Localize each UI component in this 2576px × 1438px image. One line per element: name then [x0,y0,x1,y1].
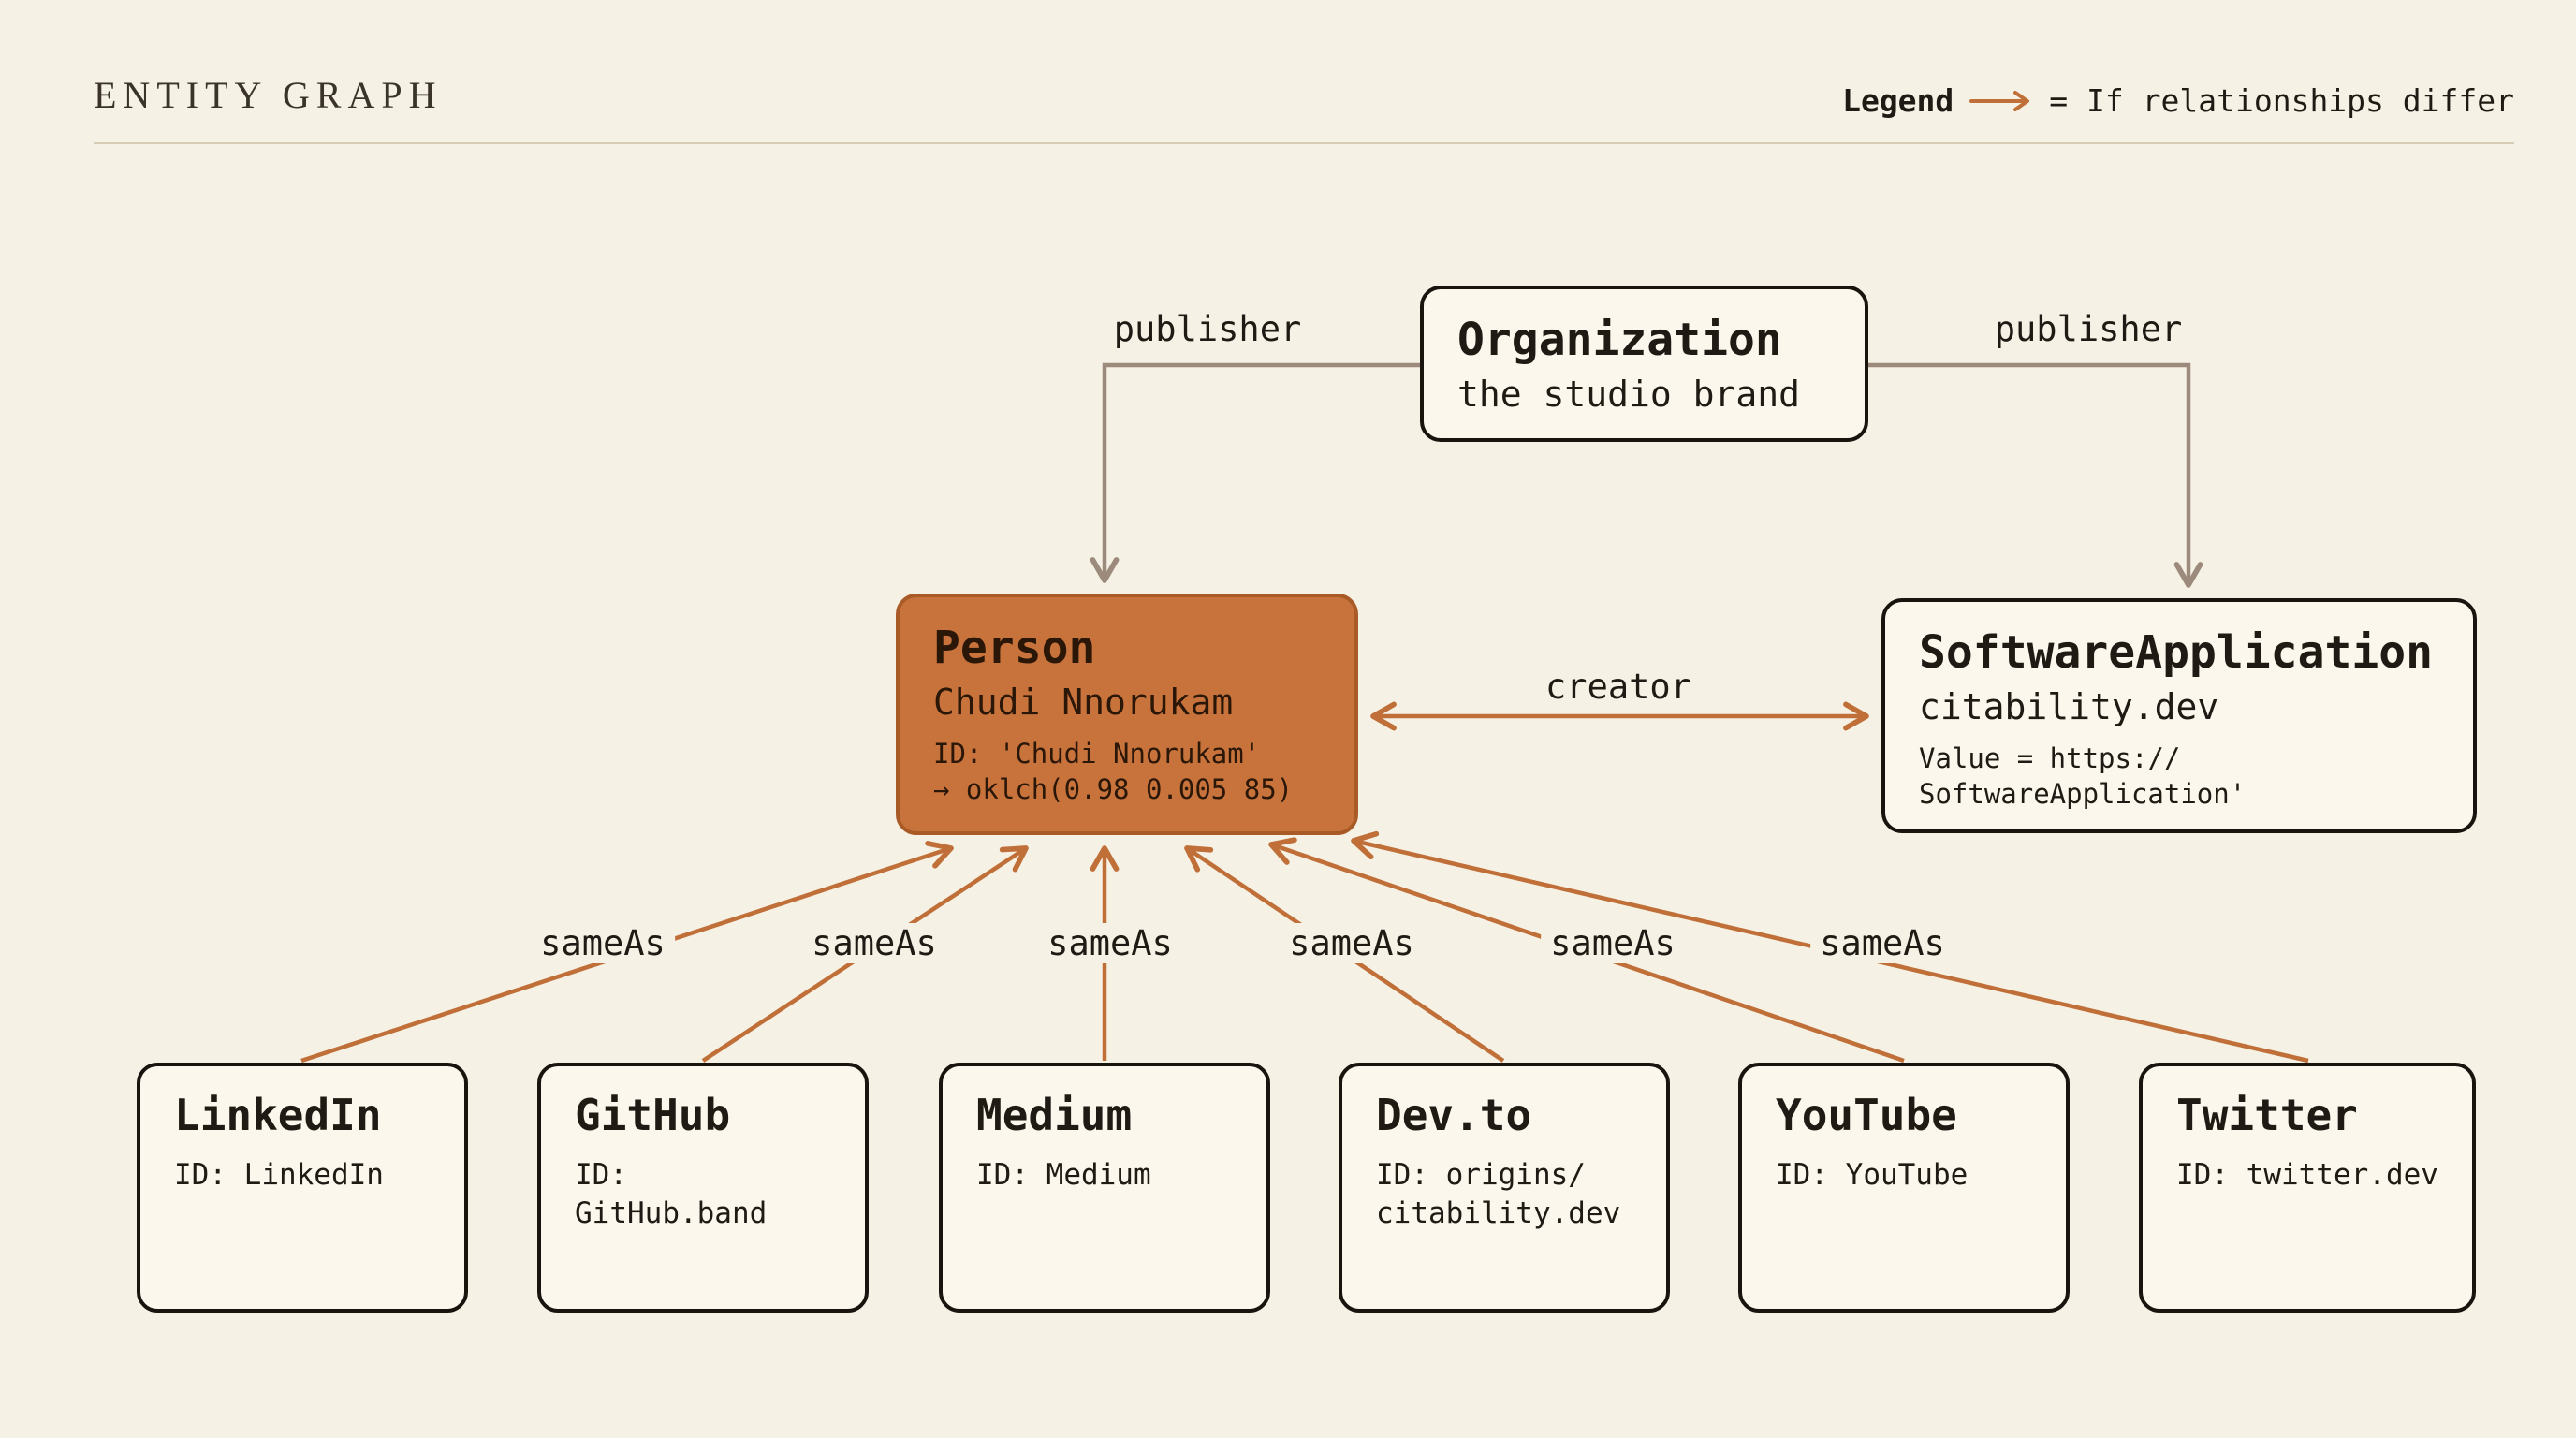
node-title: Person [933,622,1096,674]
node-id: ID: Medium [976,1157,1151,1192]
node-title: SoftwareApplication [1919,626,2434,679]
node-id: ID: origins/ citability.dev [1376,1157,1621,1231]
page-title: ENTITY GRAPH [94,74,443,116]
node-title: GitHub [575,1090,731,1140]
node-github: GitHub ID: GitHub.band [537,1063,869,1313]
edge-label-publisher-left: publisher [1104,309,1311,349]
edge-publisher-right [1868,362,2203,588]
node-twitter: Twitter ID: twitter.dev [2139,1063,2476,1313]
legend-label: Legend [1842,82,1954,119]
edge-label-sameas-4: sameAs [1280,923,1424,963]
node-youtube: YouTube ID: YouTube [1738,1063,2070,1313]
node-subtitle: citability.dev [1919,686,2219,727]
legend-arrow-icon [1969,90,2030,111]
node-id: ID: YouTube [1776,1157,1969,1192]
edge-publisher-left [1090,362,1420,583]
edge-label-sameas-1: sameAs [531,923,675,963]
node-person: Person Chudi Nnorukam ID: 'Chudi Nnoruka… [896,594,1358,835]
node-title: Medium [976,1090,1133,1140]
edge-label-sameas-3: sameAs [1038,923,1182,963]
node-subtitle: the studio brand [1457,374,1801,415]
edge-label-publisher-right: publisher [1984,309,2192,349]
edge-label-creator: creator [1536,667,1701,707]
node-devto: Dev.to ID: origins/ citability.dev [1339,1063,1670,1313]
edge-label-sameas-5: sameAs [1541,923,1685,963]
node-software-application: SoftwareApplication citability.dev Value… [1881,598,2477,833]
legend: Legend = If relationships differ [1842,82,2514,119]
header-divider [94,142,2514,144]
node-title: Twitter [2176,1090,2358,1140]
node-details: ID: 'Chudi Nnorukam' → oklch(0.98 0.005 … [933,738,1294,805]
node-subtitle: Chudi Nnorukam [933,682,1234,723]
edge-label-sameas-6: sameAs [1810,923,1954,963]
node-organization: Organization the studio brand [1420,286,1868,442]
node-linkedin: LinkedIn ID: LinkedIn [137,1063,468,1313]
node-medium: Medium ID: Medium [939,1063,1270,1313]
node-id: ID: LinkedIn [174,1157,384,1192]
node-title: YouTube [1776,1090,1957,1140]
node-id: ID: GitHub.band [575,1157,768,1231]
node-title: LinkedIn [174,1090,382,1140]
node-details: Value = https:// SoftwareApplication' [1919,742,2247,810]
edge-label-sameas-2: sameAs [802,923,946,963]
node-id: ID: twitter.dev [2176,1157,2438,1192]
legend-text: = If relationships differ [2049,82,2514,119]
node-title: Dev.to [1376,1090,1532,1140]
node-title: Organization [1457,314,1782,366]
